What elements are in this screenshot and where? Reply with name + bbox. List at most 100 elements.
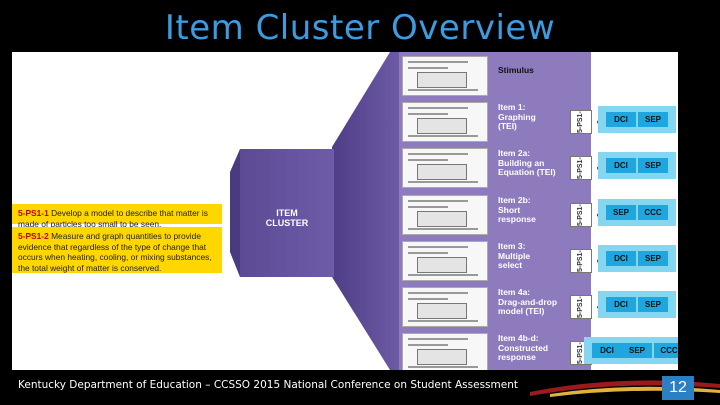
standard-2: 5-PS1-2 Measure and graph quantities to …: [12, 227, 222, 273]
thumbnail-text-line: [408, 135, 478, 137]
item-thumbnail: [402, 241, 488, 281]
thumbnail-text-line: [408, 274, 478, 276]
cluster-funnel: [332, 52, 400, 370]
standard-code: 5-PS1-1: [18, 208, 49, 218]
dimension-pill-dci: DCI: [606, 251, 636, 266]
page-number: 12: [662, 376, 694, 400]
dimension-pill-dci: DCI: [592, 343, 622, 358]
thumbnail-text-line: [408, 206, 448, 208]
dimension-pill-ccc: CCC: [654, 343, 678, 358]
item-label-line: Short: [498, 204, 521, 215]
thumbnail-text-line: [408, 67, 448, 69]
dimension-pill-sep: SEP: [606, 205, 636, 220]
thumbnail-figure: [417, 118, 467, 134]
item-label-line: Item 4a:: [498, 287, 531, 297]
item-label: Stimulus: [498, 65, 534, 76]
thumbnail-text-line: [408, 181, 478, 183]
thumbnail-text-line: [408, 159, 448, 161]
item-thumbnail: [402, 56, 488, 96]
cluster-box: [240, 149, 334, 277]
item-label-line: response: [498, 214, 536, 225]
dimension-pill-sep: SEP: [638, 297, 668, 312]
item-label-line: Item 2b:: [498, 195, 531, 205]
standard-1: 5-PS1-1 Develop a model to describe that…: [12, 204, 222, 229]
item-label-line: model (TEI): [498, 306, 545, 317]
item-row: Stimulus: [402, 54, 678, 98]
thumbnail-figure: [417, 211, 467, 227]
footer-text: Kentucky Department of Education – CCSSO…: [18, 379, 518, 391]
item-label-line: Multiple: [498, 250, 531, 261]
item-row: Item 4b-d:Constructedresponse5-PS1-1DCIS…: [402, 331, 678, 370]
dimension-pill-sep: SEP: [638, 158, 668, 173]
item-thumbnail: [402, 287, 488, 327]
thumbnail-text-line: [408, 228, 478, 230]
item-label-line: Constructed: [498, 342, 549, 353]
thumbnail-figure: [417, 164, 467, 180]
standard-tag: 5-PS1-2: [570, 110, 604, 134]
thumbnail-text-line: [408, 113, 448, 115]
standard-tag: 5-PS1-2: [570, 156, 604, 180]
dimension-pill-sep: SEP: [622, 343, 652, 358]
cluster-label: ITEM CLUSTER: [244, 208, 330, 229]
item-label-line: Item 1:: [498, 102, 526, 112]
thumbnail-text-line: [408, 366, 478, 368]
item-row: Item 1:Graphing(TEI)5-PS1-2DCISEP: [402, 100, 678, 144]
thumbnail-text-line: [408, 200, 468, 202]
cluster-diagram: [230, 52, 400, 370]
dimension-pill-dci: DCI: [606, 158, 636, 173]
standard-text: Develop a model to describe that matter …: [18, 208, 208, 229]
standard-tag: 5-PS1-1: [570, 295, 604, 319]
item-label-line: Stimulus: [498, 65, 534, 75]
thumbnail-figure: [417, 257, 467, 273]
item-label-line: Item 2a:: [498, 148, 531, 158]
cluster-label-line-2: CLUSTER: [265, 218, 309, 229]
thumbnail-text-line: [408, 344, 448, 346]
item-label-line: Building an: [498, 157, 545, 168]
thumbnail-figure: [417, 303, 467, 319]
slide-image: ITEM CLUSTER 5-PS1-1 Develop a model to …: [12, 52, 678, 370]
cluster-label-line-1: ITEM: [276, 208, 298, 218]
item-label-line: Item 3:: [498, 241, 526, 251]
thumbnail-text-line: [408, 61, 468, 63]
standard-text: Measure and graph quantities to provide …: [18, 231, 212, 273]
standard-tag: 5-PS1-2: [570, 203, 604, 227]
item-thumbnail: [402, 333, 488, 370]
slide-title: Item Cluster Overview: [164, 8, 556, 48]
item-label-line: (TEI): [498, 121, 517, 132]
item-label: Item 1:Graphing(TEI): [498, 102, 536, 132]
dimension-pill-sep: SEP: [638, 251, 668, 266]
thumbnail-text-line: [408, 153, 468, 155]
item-thumbnail: [402, 148, 488, 188]
thumbnail-text-line: [408, 320, 478, 322]
item-label-line: Graphing: [498, 111, 536, 122]
standard-tag: 5-PS1-2: [570, 249, 604, 273]
thumbnail-text-line: [408, 107, 468, 109]
item-label-line: select: [498, 260, 523, 271]
item-thumbnail: [402, 195, 488, 235]
item-label-line: Equation (TEI): [498, 167, 556, 178]
thumbnail-text-line: [408, 252, 448, 254]
dimension-pill-sep: SEP: [638, 112, 668, 127]
standard-code: 5-PS1-2: [18, 231, 49, 241]
thumbnail-figure: [417, 72, 467, 88]
item-label-line: response: [498, 352, 536, 363]
item-label-line: Drag-and-drop: [498, 296, 558, 307]
thumbnail-figure: [417, 349, 467, 365]
thumbnail-text-line: [408, 89, 478, 91]
item-thumbnail: [402, 102, 488, 142]
thumbnail-text-line: [408, 298, 448, 300]
item-label-line: Item 4b-d:: [498, 333, 539, 343]
thumbnail-text-line: [408, 292, 468, 294]
thumbnail-text-line: [408, 246, 468, 248]
thumbnail-text-line: [408, 338, 468, 340]
dimension-pill-dci: DCI: [606, 297, 636, 312]
